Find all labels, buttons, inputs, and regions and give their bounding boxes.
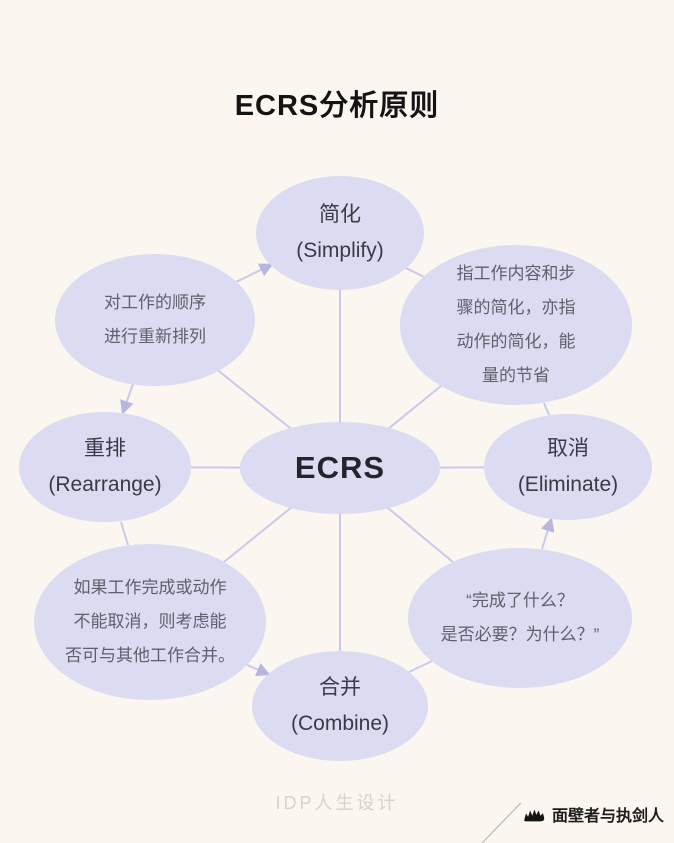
node-simplify-subtitle: (Simplify)	[296, 239, 384, 262]
link-bottom-left	[120, 521, 129, 546]
node-eliminate: 取消 (Eliminate)	[484, 414, 652, 520]
arrow-to-combine	[246, 663, 271, 677]
link-simplify-note	[405, 267, 425, 278]
ecrs-label: ECRS	[294, 450, 386, 485]
note-combine: 如果工作完成或动作 不能取消，则考虑能 否可与其他工作合并。	[34, 544, 266, 700]
note-rearrange: 对工作的顺序 进行重新排列	[55, 254, 255, 386]
node-simplify-title: 简化	[319, 203, 361, 226]
link-note-eliminate	[543, 402, 550, 416]
note-simplify-line: 量的节省	[482, 366, 550, 385]
node-rearrange: 重排 (Rearrange)	[19, 412, 191, 522]
node-simplify: 简化 (Simplify)	[256, 176, 424, 290]
note-eliminate-line: 是否必要？为什么？”	[440, 625, 600, 644]
arrow-to-rearrange	[120, 383, 134, 415]
node-combine-subtitle: (Combine)	[290, 712, 390, 735]
arrow-to-simplify	[235, 263, 274, 283]
arrow-to-eliminate	[540, 517, 555, 550]
watermark-text: IDP人生设计	[275, 793, 399, 813]
page-title: ECRS分析原则	[234, 90, 440, 122]
node-eliminate-title: 取消	[547, 437, 589, 460]
note-simplify-line: 骤的简化，亦指	[456, 298, 576, 317]
node-eliminate-subtitle: (Eliminate)	[517, 473, 619, 496]
note-simplify: 指工作内容和步 骤的简化，亦指 动作的简化，能 量的节省	[400, 245, 632, 405]
link-bottom-right	[408, 660, 433, 673]
note-combine-line: 否可与其他工作合并。	[65, 646, 235, 665]
brand-name: 面壁者与执剑人	[551, 808, 664, 825]
brand-logo-icon	[524, 809, 545, 822]
brand-footer: 面壁者与执剑人	[521, 801, 664, 827]
note-combine-line: 如果工作完成或动作	[73, 578, 227, 597]
node-ecrs-center: ECRS	[240, 422, 440, 514]
node-combine-title: 合并	[319, 676, 361, 699]
node-combine: 合并 (Combine)	[252, 651, 428, 761]
node-rearrange-subtitle: (Rearrange)	[48, 473, 162, 496]
note-simplify-line: 指工作内容和步	[456, 264, 576, 283]
note-simplify-line: 动作的简化，能	[456, 332, 576, 351]
note-rearrange-line: 对工作的顺序	[104, 293, 206, 312]
note-rearrange-line: 进行重新排列	[104, 327, 206, 346]
note-eliminate-line: “完成了什么？	[466, 591, 574, 610]
note-eliminate: “完成了什么？ 是否必要？为什么？”	[408, 548, 632, 688]
node-rearrange-title: 重排	[84, 437, 126, 460]
note-combine-line: 不能取消，则考虑能	[73, 612, 227, 631]
